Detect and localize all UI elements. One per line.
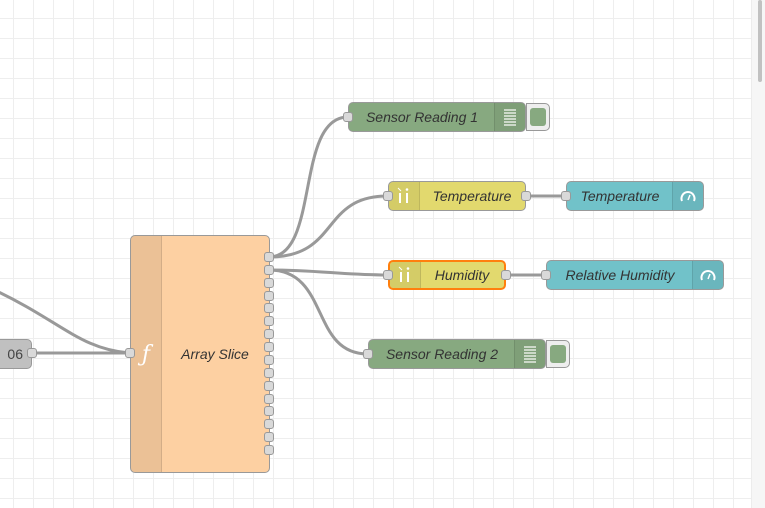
sensor-reading-2-toggle-button[interactable] [546,340,570,368]
gauge-icon [680,191,696,202]
humidity-filter-output-port[interactable] [501,270,511,280]
rbe-node-humidity[interactable]: Humidity [388,260,506,290]
rbe-icon-box [389,182,420,210]
rbe-filter-icon [397,187,409,203]
inject-node-partial[interactable]: 06 [0,339,32,369]
array-slice-output-port-4[interactable] [264,291,274,301]
debug-icon-box [494,103,525,131]
wire-slice-out1-to-temperature-filter[interactable] [268,194,389,259]
array-slice-output-port-8[interactable] [264,342,274,352]
humidity-gauge-input-port[interactable] [541,270,551,280]
inject-node-label: 06 [7,346,23,362]
array-slice-output-port-11[interactable] [264,381,274,391]
rbe-icon-box [390,262,421,288]
sensor-reading-1-label: Sensor Reading 1 [365,109,479,125]
gauge-icon-box [672,182,703,210]
array-slice-output-port-13[interactable] [264,406,274,416]
temperature-gauge-input-port[interactable] [561,191,571,201]
humidity-filter-label: Humidity [434,267,490,283]
array-slice-output-port-6[interactable] [264,316,274,326]
sensor-reading-1-input-port[interactable] [343,112,353,122]
scrollbar-thumb[interactable] [758,0,762,82]
gauge-node-relative-humidity[interactable]: Relative Humidity [546,260,724,290]
debug-icon-box [514,340,545,368]
array-slice-output-port-10[interactable] [264,368,274,378]
vertical-scrollbar[interactable] [751,0,765,508]
array-slice-output-port-12[interactable] [264,394,274,404]
humidity-filter-input-port[interactable] [383,270,393,280]
toggle-indicator [530,108,546,126]
array-slice-output-port-5[interactable] [264,303,274,313]
inject-output-port[interactable] [27,348,37,358]
temperature-filter-input-port[interactable] [383,191,393,201]
array-slice-output-port-7[interactable] [264,329,274,339]
array-slice-output-port-16[interactable] [264,445,274,455]
array-slice-output-port-2[interactable] [264,265,274,275]
debug-list-icon [524,346,536,363]
temperature-filter-label: Temperature [432,188,512,204]
array-slice-output-port-1[interactable] [264,252,274,262]
gauge-icon [700,270,716,281]
wire-slice-out2-to-humidity-filter[interactable] [268,268,389,277]
function-icon: ƒ [141,341,151,367]
gauge-node-temperature[interactable]: Temperature [566,181,704,211]
function-icon-box: ƒ [131,236,162,472]
temperature-filter-output-port[interactable] [521,191,531,201]
debug-list-icon [504,109,516,126]
gauge-icon-box [692,261,723,289]
wire-offcanvas-to-array-slice[interactable] [0,288,132,355]
sensor-reading-2-label: Sensor Reading 2 [385,346,499,362]
toggle-indicator [550,345,566,363]
array-slice-input-port[interactable] [125,348,135,358]
array-slice-output-port-3[interactable] [264,278,274,288]
rbe-node-temperature[interactable]: Temperature [388,181,526,211]
wire-slice-out1-to-sensor-reading-1[interactable] [268,115,349,259]
sensor-reading-1-toggle-button[interactable] [526,103,550,131]
debug-node-sensor-reading-1[interactable]: Sensor Reading 1 [348,102,526,132]
array-slice-label: Array Slice [181,346,249,362]
array-slice-output-port-14[interactable] [264,419,274,429]
temperature-gauge-label: Temperature [580,188,660,204]
humidity-gauge-label: Relative Humidity [565,267,675,283]
debug-node-sensor-reading-2[interactable]: Sensor Reading 2 [368,339,546,369]
sensor-reading-2-input-port[interactable] [363,349,373,359]
rbe-filter-icon [398,266,410,282]
wire-slice-out2-to-sensor-reading-2[interactable] [268,268,369,356]
array-slice-output-port-9[interactable] [264,355,274,365]
array-slice-output-port-15[interactable] [264,432,274,442]
function-node-array-slice[interactable]: ƒ Array Slice [130,235,270,473]
